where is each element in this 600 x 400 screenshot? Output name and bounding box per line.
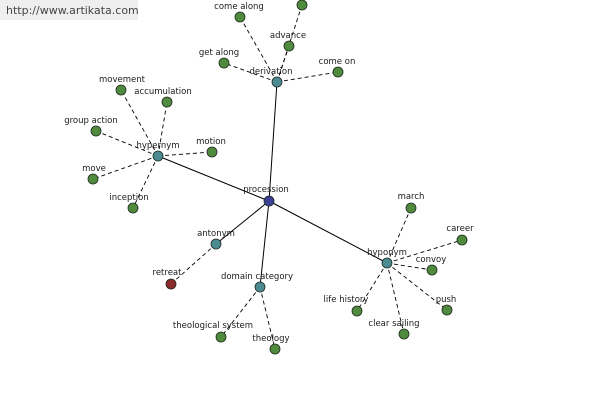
node-get-along[interactable] [218,57,230,69]
node-come-along[interactable] [234,11,246,23]
node-group-action[interactable] [90,125,102,137]
label-convoy: convoy [416,255,447,265]
label-motion: motion [196,137,226,147]
edge-antonym-retreat [170,243,217,285]
node-theology[interactable] [269,343,281,355]
node-movement[interactable] [115,84,127,96]
node-march[interactable] [405,202,417,214]
edge-procession-derivation [268,81,278,202]
edge-procession-antonym [215,200,270,245]
node-domain-category[interactable] [254,281,266,293]
node-retreat[interactable] [165,278,177,290]
edge-hypernym-move [92,155,159,180]
label-hypernym: hypernym [136,141,179,151]
edge-hyponym-convoy [386,262,433,271]
edge-derivation-come-on [276,71,339,83]
label-advance: advance [270,31,306,41]
label-push: push [436,295,457,305]
edge-hyponym-march [386,207,412,264]
label-come-along: come along [214,2,264,12]
label-theological-system: theological system [173,321,253,331]
node-convoy[interactable] [426,264,438,276]
edge-hypernym-movement [120,89,159,157]
node-motion[interactable] [206,146,218,158]
edge-procession-hypernym [157,155,270,202]
node-inception[interactable] [127,202,139,214]
node-derivation-leaf-4[interactable] [296,0,308,11]
edge-hypernym-motion [157,151,213,157]
edge-procession-domain-category [259,200,270,288]
nodes-layer [87,0,468,355]
node-push[interactable] [441,304,453,316]
edge-hypernym-inception [132,155,159,209]
label-march: march [398,192,425,202]
watermark-url: http://www.artikata.com [0,0,139,20]
edge-hyponym-life-history [356,262,388,312]
label-accumulation: accumulation [134,87,191,97]
labels-layer: procession derivation come along advance get… [64,2,474,344]
label-theology: theology [252,334,289,344]
label-domain-category: domain category [221,272,293,282]
label-procession: procession [243,185,289,195]
edge-hyponym-push [386,262,448,311]
edges-layer [92,4,463,350]
label-career: career [446,224,474,234]
node-career[interactable] [456,234,468,246]
label-inception: inception [109,193,148,203]
edge-procession-hyponym [268,200,388,264]
edge-domain-category-theology [259,286,276,350]
label-movement: movement [99,75,146,85]
node-hyponym[interactable] [381,257,393,269]
node-life-history[interactable] [351,305,363,317]
node-clear-sailing[interactable] [398,328,410,340]
node-hypernym[interactable] [152,150,164,162]
label-retreat: retreat [153,268,183,278]
label-antonym: antonym [197,229,235,239]
edge-hypernym-accumulation [157,101,168,157]
node-advance[interactable] [283,40,295,52]
node-move[interactable] [87,173,99,185]
label-clear-sailing: clear sailing [368,319,419,329]
node-accumulation[interactable] [161,96,173,108]
label-derivation: derivation [249,67,292,77]
node-come-on[interactable] [332,66,344,78]
edge-hyponym-career [386,239,463,264]
node-derivation[interactable] [271,76,283,88]
edge-domain-category-theological-system [220,286,261,338]
node-theological-system[interactable] [215,331,227,343]
edge-derivation-come-along [239,16,278,83]
edge-derivation-get-along [223,62,278,83]
node-procession[interactable] [263,195,275,207]
label-come-on: come on [319,57,356,67]
node-antonym[interactable] [210,238,222,250]
label-group-action: group action [64,116,118,126]
label-hyponym: hyponym [367,248,407,258]
label-life-history: life history [324,295,369,305]
edge-hyponym-clear-sailing [386,262,405,335]
label-get-along: get along [199,48,239,58]
label-move: move [82,164,106,174]
